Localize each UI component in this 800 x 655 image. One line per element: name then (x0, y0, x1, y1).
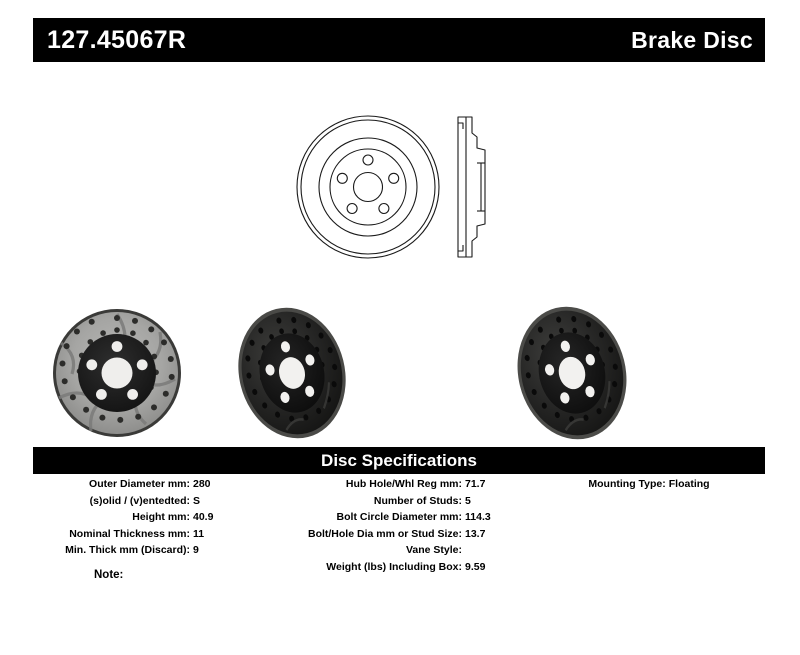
spec-label: Nominal Thickness mm: (69, 527, 190, 540)
spec-row: Bolt/Hole Dia mm or Stud Size: 13.7 (225, 526, 495, 543)
spec-column-mounting: Mounting Type: Floating (533, 476, 765, 493)
spec-row: Bolt Circle Diameter mm: 114.3 (225, 509, 495, 526)
spec-row: Nominal Thickness mm: 11 (33, 526, 223, 543)
spec-row: Min. Thick mm (Discard): 9 (33, 542, 223, 559)
spec-value: 5 (465, 494, 471, 507)
product-type-label: Brake Disc (631, 26, 753, 53)
spec-value: 9 (193, 544, 199, 556)
spec-row: Vane Style: (225, 542, 495, 559)
spec-table: Outer Diameter mm: 280 (s)olid / (v)ente… (33, 476, 765, 576)
spec-label: Min. Thick mm (Discard): (65, 544, 190, 556)
spec-value: Floating (668, 478, 710, 490)
brake-rotor-technical-drawing (296, 115, 486, 259)
spec-value: 114.3 (465, 511, 491, 523)
spec-column-dimensions: Outer Diameter mm: 280 (s)olid / (v)ente… (33, 476, 223, 559)
spec-row: Height mm: 40.9 (33, 509, 223, 526)
spec-value: 40.9 (193, 511, 214, 523)
spec-value: 71.7 (465, 478, 486, 490)
spec-column-hub-and-studs: Hub Hole/Whl Reg mm: 71.7 Number of Stud… (225, 476, 495, 575)
spec-label: Mounting Type: (588, 478, 666, 490)
part-number: 127.45067R (47, 25, 187, 54)
spec-value: 280 (193, 478, 211, 490)
spec-header-title: Disc Specifications (321, 451, 477, 470)
note-label: Note: (94, 569, 124, 581)
spec-header-bar: Disc Specifications (33, 447, 765, 474)
spec-value: 9.59 (465, 560, 486, 573)
spec-row: Outer Diameter mm: 280 (33, 476, 223, 493)
spec-label: Number of Studs: (373, 494, 462, 507)
spec-label: Hub Hole/Whl Reg mm: (345, 478, 462, 490)
spec-row: Hub Hole/Whl Reg mm: 71.7 (225, 476, 495, 493)
spec-row: (s)olid / (v)entedted: S (33, 493, 223, 510)
spec-value: 13.7 (465, 527, 486, 540)
spec-label: Bolt/Hole Dia mm or Stud Size: (307, 527, 462, 540)
spec-value: 11 (193, 527, 205, 540)
spec-row: Number of Studs: 5 (225, 493, 495, 510)
rotor-photo-drilled-slotted-face (53, 309, 181, 437)
note-block: Note: (94, 569, 123, 581)
spec-label: Outer Diameter mm: (89, 478, 190, 490)
rotor-photo-drilled-black-angled-left (238, 307, 346, 439)
spec-label: Bolt Circle Diameter mm: (336, 511, 462, 523)
spec-row: Weight (lbs) Including Box: 9.59 (225, 559, 495, 576)
spec-label: Height mm: (132, 511, 190, 523)
spec-value: S (193, 494, 201, 507)
spec-label: Vane Style: (405, 544, 462, 556)
spec-label: (s)olid / (v)entedted: (89, 494, 190, 507)
rotor-photo-drilled-black-angled-right (517, 306, 627, 440)
spec-label: Weight (lbs) Including Box: (326, 560, 462, 573)
spec-row: Mounting Type: Floating (533, 476, 765, 493)
title-bar: 127.45067R Brake Disc (33, 18, 765, 62)
